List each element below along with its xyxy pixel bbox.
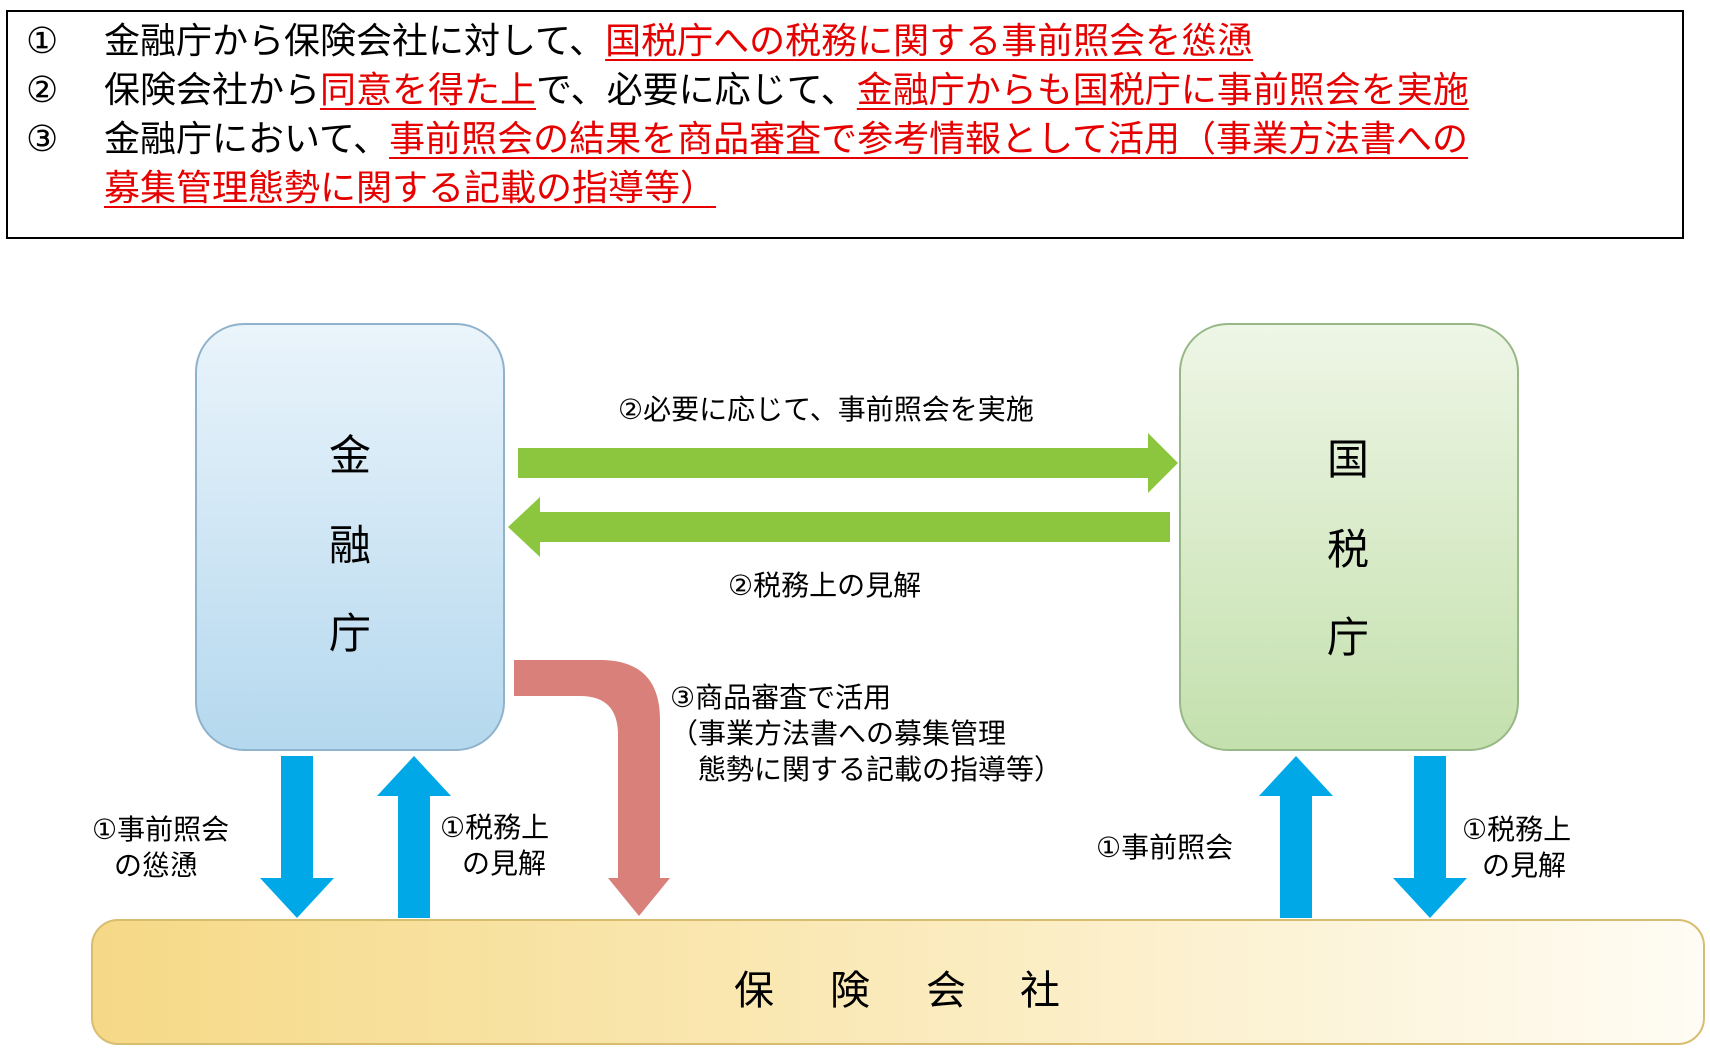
arrow-nta-to-fsa [508,497,1170,557]
note-3: ③ 金融庁において、事前照会の結果を商品審査で参考情報として活用（事業方法書への [26,118,1468,162]
arrow-nta-down [1393,756,1467,918]
note-2-number: ② [26,70,59,111]
note-3-text-c: 募集管理態勢に関する記載の指導等） [104,168,717,209]
arrow-fsa-up [377,756,451,918]
insurer-char-3: 会 [926,968,966,1014]
note-2-text-d: 金融庁からも国税庁に事前照会を実施 [856,70,1469,111]
note-2-text-b: 同意を得た上 [320,70,537,111]
note-1-text-a: 金融庁から保険会社に対して、 [104,21,606,62]
fsa-char-3: 庁 [328,609,371,658]
note-3-continued: 募集管理態勢に関する記載の指導等） [26,167,716,211]
note-2-text-a: 保険会社から [104,70,321,111]
nta-char-1: 国 [1326,435,1369,484]
fsa-char-1: 金 [328,431,371,480]
label-nta-down-1: ①税務上 [1462,813,1572,846]
label-review-line-2: （事業方法書への募集管理 [670,717,1007,750]
note-1-text-b: 国税庁への税務に関する事前照会を慫慂 [605,21,1254,62]
fsa-char-2: 融 [328,521,371,570]
fsa-box [195,323,505,751]
arrow-fsa-down [260,756,334,918]
note-3-number: ③ [26,119,59,160]
label-nta-up: ①事前照会 [1096,831,1234,864]
label-nta-to-fsa: ②税務上の見解 [728,569,922,602]
note-3-text-a: 金融庁において、 [104,119,390,160]
nta-char-3: 庁 [1326,613,1369,662]
note-2: ② 保険会社から同意を得た上で、必要に応じて、金融庁からも国税庁に事前照会を実施 [26,69,1469,113]
label-review-line-1: ③商品審査で活用 [670,681,892,714]
label-fsa-to-nta: ②必要に応じて、事前照会を実施 [618,393,1034,426]
arrow-review-usage [514,660,670,916]
note-3-text-b: 事前照会の結果を商品審査で参考情報として活用（事業方法書への [389,119,1469,160]
label-fsa-up-1: ①税務上 [440,811,550,844]
label-review-line-3: 態勢に関する記載の指導等） [670,753,1063,786]
arrow-fsa-to-nta [518,433,1178,493]
notes-box: ① 金融庁から保険会社に対して、国税庁への税務に関する事前照会を慫慂 ② 保険会社か… [6,10,1684,239]
label-fsa-down-1: ①事前照会 [92,813,230,846]
insurer-char-4: 社 [1020,968,1060,1014]
label-fsa-up-2: の見解 [462,847,547,880]
insurer-box [91,919,1705,1045]
nta-char-2: 税 [1326,525,1369,574]
arrow-nta-up [1259,756,1333,918]
note-1: ① 金融庁から保険会社に対して、国税庁への税務に関する事前照会を慫慂 [26,20,1253,64]
insurer-char-2: 険 [830,968,870,1014]
label-nta-down-2: の見解 [1482,849,1567,882]
insurer-char-1: 保 [734,968,774,1014]
label-fsa-down-2: の慫慂 [114,849,199,882]
note-2-text-c: で、必要に応じて、 [536,70,857,111]
note-1-number: ① [26,21,59,62]
nta-box [1179,323,1519,751]
